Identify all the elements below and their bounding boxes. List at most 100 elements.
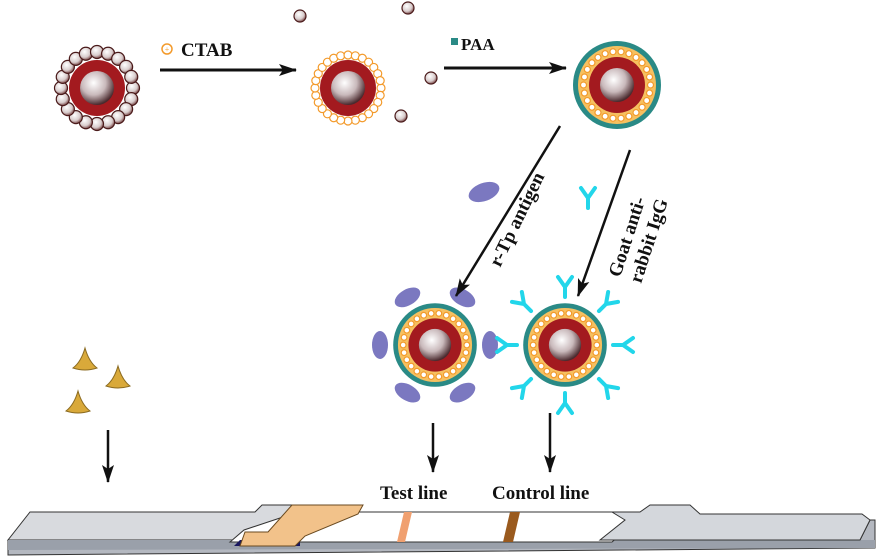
igg-icon [556, 275, 574, 299]
control-line-band [503, 512, 520, 542]
free-igg-icon [579, 186, 597, 210]
ctab-molecule [572, 371, 580, 379]
igg-shape [579, 186, 597, 210]
ctab-molecule [579, 315, 587, 323]
igg-shape [596, 376, 621, 401]
igg-icon [556, 391, 574, 415]
ctab-molecule [413, 367, 421, 375]
ctab-molecule [557, 309, 565, 317]
ctab-molecule [533, 356, 541, 364]
ctab-molecule [537, 362, 545, 370]
ctab-plus-icon: + [165, 45, 170, 54]
ctab-molecule [420, 371, 428, 379]
igg-icon [509, 289, 534, 314]
ctab-molecule [435, 309, 443, 317]
ctab-molecule [310, 83, 320, 93]
ctab-molecule [592, 349, 600, 357]
conjugate-pad [239, 504, 364, 547]
sample-drop-icon [104, 364, 132, 389]
antigen-icon [394, 382, 421, 403]
label-ctab: CTAB [181, 40, 233, 61]
ctab-molecule [617, 114, 625, 122]
ctab-molecule [543, 367, 551, 375]
ctab-molecule [343, 50, 353, 60]
antigen-icon [449, 382, 476, 403]
test-line-band [397, 512, 412, 542]
ctab-molecule [420, 311, 428, 319]
silica-core [548, 328, 582, 362]
label-control-line: Control line [492, 483, 589, 504]
ctab-molecule [403, 356, 411, 364]
igg-icon [611, 336, 635, 354]
ctab-molecule [565, 373, 573, 381]
ctab-molecule [632, 53, 640, 62]
particle-bare [53, 44, 141, 132]
ctab-icon [161, 43, 173, 55]
ctab-molecule [557, 373, 565, 381]
ctab-molecule [455, 320, 463, 328]
igg-icon [596, 376, 621, 401]
sample-drop-icon [71, 346, 99, 371]
ctab-molecule [572, 311, 580, 319]
ctab-molecule [579, 367, 587, 375]
ctab-molecule [609, 114, 617, 122]
ctab-molecule [543, 315, 551, 323]
ctab-molecule [375, 76, 385, 86]
igg-shape [495, 336, 519, 354]
silica-core [600, 68, 634, 102]
ctab-molecule [463, 341, 471, 349]
ctab-molecule [579, 81, 588, 89]
ctab-molecule [632, 108, 640, 117]
ctab-molecule [400, 349, 408, 357]
ctab-molecule [459, 326, 467, 334]
arrow-igg [576, 149, 632, 297]
particle-ctab [310, 50, 386, 126]
ctab-molecule [643, 96, 651, 105]
ctab-molecule [462, 333, 470, 341]
ctab-molecule [376, 83, 386, 93]
particles [53, 1, 661, 415]
ctab-molecule [589, 356, 597, 364]
ctab-molecule [625, 50, 633, 58]
silica-core [331, 71, 365, 105]
ctab-molecule [435, 373, 443, 381]
igg-icon [596, 289, 621, 314]
ctab-molecule [589, 326, 597, 334]
ctab-molecule [609, 48, 617, 56]
released-bead [293, 9, 307, 23]
ctab-molecule [400, 333, 408, 341]
ctab-molecule [580, 89, 589, 97]
ctab-molecule [638, 59, 646, 67]
ctab-molecule [530, 333, 538, 341]
ctab-molecule [583, 96, 591, 105]
ctab-molecule [533, 326, 541, 334]
ctab-molecule [427, 309, 435, 317]
ctab-molecule [449, 367, 457, 375]
released-bead [394, 109, 408, 123]
ctab-molecule [585, 362, 593, 370]
ctab-molecule [645, 73, 654, 81]
ctab-molecule [407, 320, 415, 328]
ctab-molecule [585, 320, 593, 328]
ctab-molecule [403, 326, 411, 334]
ctab-molecule [550, 311, 558, 319]
ctab-molecule [617, 48, 625, 56]
antigen-icon [372, 331, 388, 359]
ctab-molecule [311, 90, 321, 100]
ctab-molecule [594, 108, 602, 117]
igg-icon [495, 336, 519, 354]
particle-paa [573, 41, 661, 129]
ctab-molecule [455, 362, 463, 370]
ctab-molecule [646, 81, 655, 89]
ctab-molecule [588, 59, 596, 67]
ctab-molecule [601, 112, 609, 120]
ctab-molecule [442, 311, 450, 319]
ctab-molecule [427, 373, 435, 381]
particle-antigen [372, 287, 498, 403]
ctab-molecule [350, 115, 360, 125]
ctab-molecule [459, 356, 467, 364]
label-test-line: Test line [380, 483, 447, 504]
ctab-molecule [449, 315, 457, 323]
ctab-molecule [592, 333, 600, 341]
